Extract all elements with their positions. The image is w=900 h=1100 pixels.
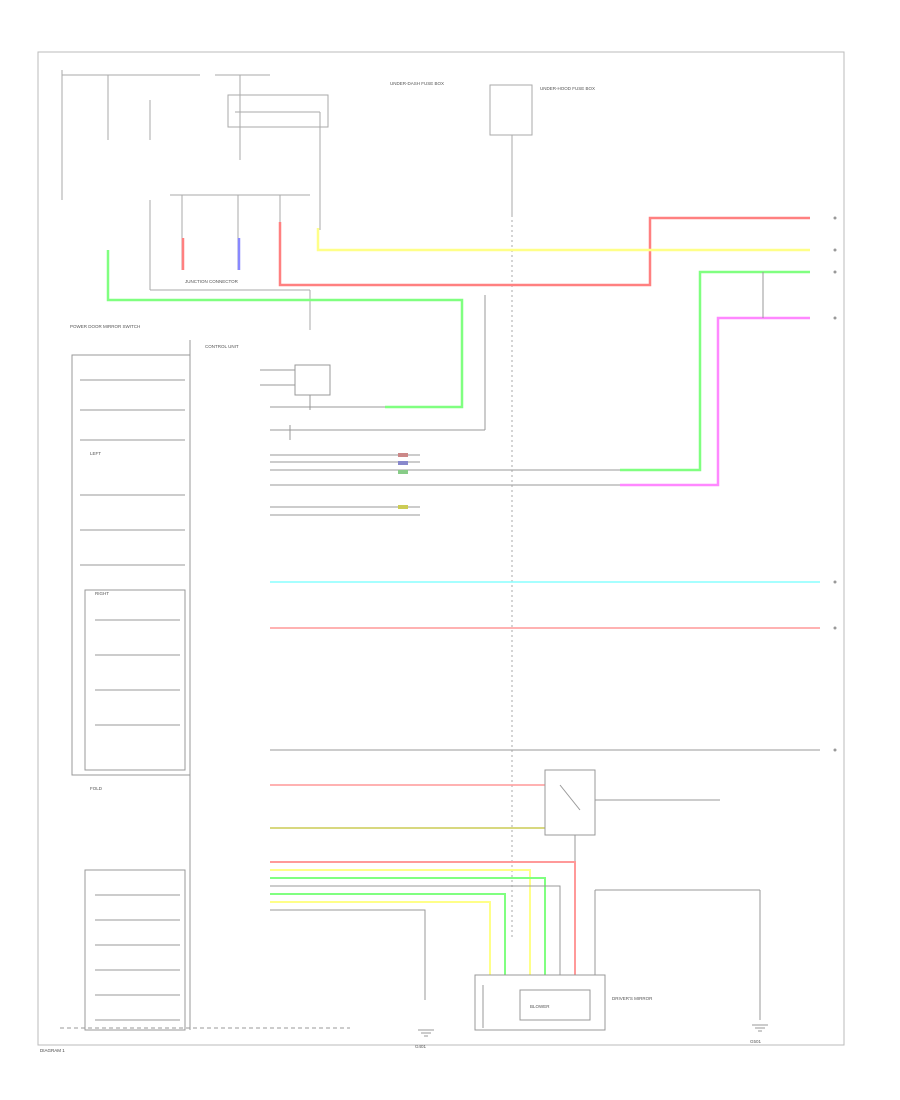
wire-gray-fan-2 bbox=[270, 885, 561, 975]
blower-unit bbox=[474, 889, 761, 1031]
wire-green-main bbox=[106, 250, 464, 409]
label-driver-mirror: DRIVER'S MIRROR bbox=[612, 996, 653, 1001]
label-fold-switch: FOLD bbox=[90, 786, 103, 791]
wire-gray-fan bbox=[270, 909, 426, 1000]
wire-yellow-fan-2 bbox=[270, 901, 491, 975]
label-blower: BLOWER bbox=[530, 1004, 550, 1009]
label-under-dash-fuse: UNDER-DASH FUSE BOX bbox=[390, 81, 444, 86]
ground-symbol-left bbox=[418, 1029, 434, 1037]
wire-red-fan bbox=[270, 861, 576, 975]
connector-mark-2 bbox=[398, 461, 408, 465]
label-right-mirror: RIGHT bbox=[95, 591, 109, 596]
wire-yellow-fan bbox=[270, 869, 531, 975]
wire-yellow-main bbox=[316, 228, 810, 252]
wire-pink-right bbox=[620, 316, 810, 487]
label-under-hood-fuse: UNDER-HOOD FUSE BOX bbox=[540, 86, 595, 91]
label-control-unit: CONTROL UNIT bbox=[205, 344, 239, 349]
mirror-switch-component bbox=[260, 364, 331, 440]
connector-mark-4 bbox=[398, 470, 408, 474]
label-ground-left: G401 bbox=[415, 1044, 427, 1049]
wire-green-right bbox=[620, 270, 810, 472]
ground-symbol-right bbox=[752, 1024, 768, 1032]
label-power-mirror-switch: POWER DOOR MIRROR SWITCH bbox=[70, 324, 140, 329]
label-left-mirror: LEFT bbox=[90, 451, 101, 456]
top-left-fuse-area bbox=[61, 70, 329, 330]
wire-green-fan-2 bbox=[270, 893, 506, 975]
under-hood-fuse-box bbox=[489, 84, 533, 940]
connector-mark-3 bbox=[398, 505, 408, 509]
connector-mark-1 bbox=[398, 453, 408, 457]
label-junction-connector: JUNCTION CONNECTOR bbox=[185, 279, 239, 284]
label-ground-right: G501 bbox=[750, 1039, 762, 1044]
relay-box bbox=[544, 769, 720, 870]
mirror-switch-block bbox=[60, 340, 350, 1031]
wire-red-main bbox=[278, 216, 810, 287]
diagram-frame bbox=[37, 51, 845, 1046]
footer-code: DIAGRAM 1 bbox=[40, 1048, 65, 1053]
wire-green-fan bbox=[270, 877, 546, 975]
right-edge-terminals bbox=[833, 216, 837, 752]
harness-mid bbox=[270, 406, 620, 516]
